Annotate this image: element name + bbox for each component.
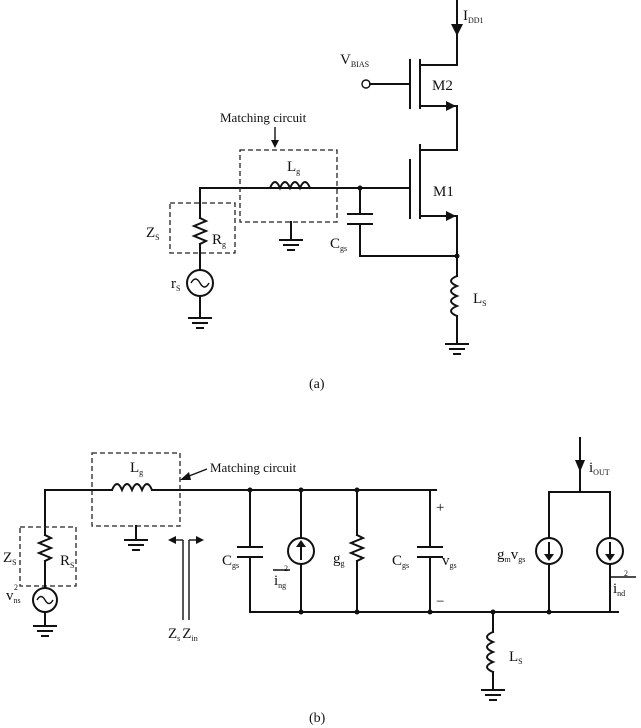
circuit-a: IDD1 VBIAS M2 M1 Lg [146, 0, 487, 392]
caption-a: (a) [309, 377, 325, 392]
matching-box-a [239, 149, 338, 223]
zs-box-b [19, 526, 77, 587]
cgs-label-b: Cgs [222, 553, 239, 570]
inductor-ls-a [450, 274, 460, 318]
inductor-lg [268, 181, 312, 191]
ls-label-a: LS [473, 291, 487, 308]
m2-label: M2 [432, 78, 453, 94]
vgs-label: vgs [442, 553, 457, 570]
transistor-m1 [409, 144, 456, 221]
ing-label: ing [274, 573, 286, 590]
ing-sup: 2 [284, 564, 288, 573]
resistor-gg [348, 533, 366, 563]
ind-label: ind [613, 581, 625, 598]
zs-box-a [169, 202, 236, 254]
lg-label-a: Lg [287, 159, 300, 176]
minus-label: − [436, 594, 444, 610]
rs-label: rS [171, 276, 180, 293]
zs-label-a: ZS [146, 225, 160, 242]
inductor-lg-b [110, 483, 154, 493]
lg-label-b: Lg [130, 460, 143, 477]
resistor-rs [36, 533, 54, 563]
vbias-terminal [361, 79, 371, 89]
ls-label-b: LS [509, 649, 523, 666]
idd-label: IDD1 [463, 8, 484, 25]
zs-label-b: ZS [3, 550, 17, 567]
rs-label-b: RS [60, 553, 74, 570]
resistor-rg [191, 216, 209, 246]
inductor-ls-b [486, 630, 496, 674]
vns-sup: 2 [14, 583, 18, 592]
cgs2-label: Cgs [392, 553, 409, 570]
iout-label: iOUT [589, 460, 610, 477]
gmvgs-label: gmvgs [497, 547, 525, 564]
ind-sup: 2 [624, 569, 628, 578]
matching-label-a: Matching circuit [220, 110, 307, 125]
matching-label-b: Matching circuit [210, 460, 297, 475]
caption-b: (b) [309, 711, 326, 726]
vns-label: vns [6, 588, 21, 605]
cgs-label-a: Cgs [330, 236, 347, 253]
m1-label: M1 [433, 184, 454, 200]
vbias-label: VBIAS [340, 52, 369, 69]
plus-label: + [436, 500, 444, 516]
gg-label: gg [333, 551, 345, 568]
rg-label: Rg [212, 232, 226, 249]
